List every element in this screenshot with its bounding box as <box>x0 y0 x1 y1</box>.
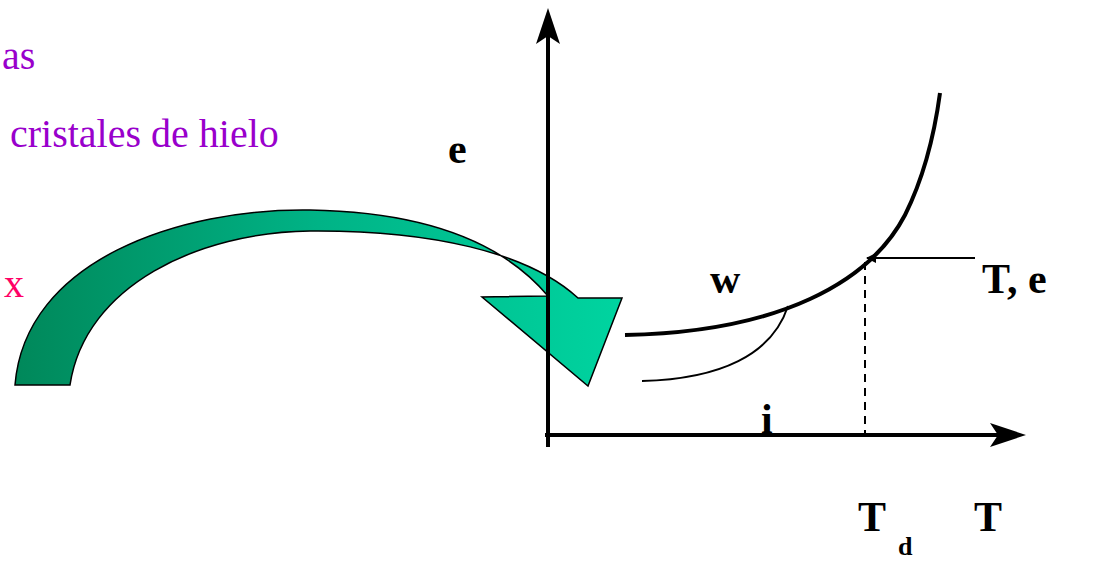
curve-label: i <box>761 398 773 440</box>
curve-label: w <box>710 258 740 300</box>
point-label: T, e <box>982 258 1047 300</box>
y-axis-head <box>536 8 560 44</box>
note-text: as <box>2 36 35 76</box>
note-text: x <box>4 264 24 304</box>
y-axis <box>546 30 550 447</box>
note-text: cristales de hielo <box>10 114 279 154</box>
dew-point-line <box>864 262 866 433</box>
pointer-arrow <box>867 257 975 259</box>
axis-label: T <box>974 496 1002 538</box>
x-axis-head <box>990 423 1026 447</box>
water-curve <box>625 93 940 335</box>
green-arrow <box>15 210 622 386</box>
dew-point-label: T <box>858 496 886 538</box>
axis-label: e <box>448 128 467 170</box>
dew-point-subscript: d <box>898 534 912 560</box>
ice-curve <box>642 306 788 381</box>
